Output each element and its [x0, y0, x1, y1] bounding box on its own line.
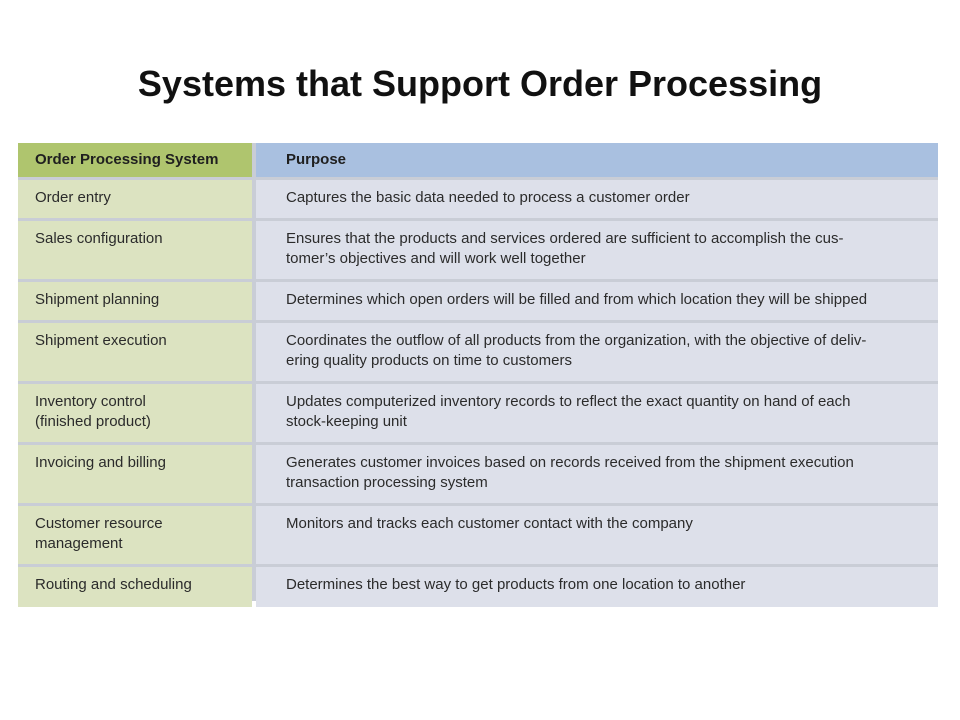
purpose-line: stock-keeping unit	[286, 413, 407, 430]
row-system-sales-configuration: Sales configuration	[18, 221, 252, 279]
purpose-line: tomer’s objectives and will work well to…	[286, 250, 586, 267]
purpose-line: Determines which open orders will be fil…	[286, 291, 868, 308]
row-purpose-inventory-control: Updates computerized inventory records t…	[256, 384, 938, 442]
purpose-line: Ensures that the products and services o…	[286, 230, 844, 247]
system-line: Inventory control	[35, 393, 146, 410]
system-line: Invoicing and billing	[35, 454, 166, 471]
purpose-line: Determines the best way to get products …	[286, 576, 746, 593]
row-purpose-routing-and-scheduling: Determines the best way to get products …	[256, 567, 938, 607]
header-purpose: Purpose	[256, 143, 938, 177]
purpose-line: Coordinates the outflow of all products …	[286, 332, 867, 349]
order-processing-table: Order Processing System Purpose Order en…	[18, 143, 938, 607]
purpose-line: Generates customer invoices based on rec…	[286, 454, 854, 471]
system-line: Shipment execution	[35, 332, 167, 349]
system-line: Sales configuration	[35, 230, 163, 247]
slide-title: Systems that Support Order Processing	[137, 63, 823, 104]
row-purpose-shipment-planning: Determines which open orders will be fil…	[256, 282, 938, 320]
system-line: (finished product)	[35, 413, 151, 430]
row-purpose-order-entry: Captures the basic data needed to proces…	[256, 180, 938, 218]
row-purpose-sales-configuration: Ensures that the products and services o…	[256, 221, 938, 279]
purpose-line: Captures the basic data needed to proces…	[286, 189, 690, 206]
purpose-line: Updates computerized inventory records t…	[286, 393, 851, 410]
row-system-routing-and-scheduling: Routing and scheduling	[18, 567, 252, 607]
row-system-order-entry: Order entry	[18, 180, 252, 218]
purpose-line: Monitors and tracks each customer contac…	[286, 515, 693, 532]
system-line: Shipment planning	[35, 291, 160, 308]
table-grid: Order Processing System Purpose Order en…	[18, 143, 938, 607]
purpose-line: transaction processing system	[286, 474, 488, 491]
row-system-shipment-execution: Shipment execution	[18, 323, 252, 381]
system-line: Order entry	[35, 189, 111, 206]
purpose-line: ering quality products on time to custom…	[286, 352, 572, 369]
row-system-customer-resource-management: Customer resource management	[18, 506, 252, 564]
row-purpose-shipment-execution: Coordinates the outflow of all products …	[256, 323, 938, 381]
header-order-processing-system: Order Processing System	[18, 143, 252, 177]
row-system-invoicing-and-billing: Invoicing and billing	[18, 445, 252, 503]
system-line: Customer resource	[35, 515, 163, 532]
row-system-shipment-planning: Shipment planning	[18, 282, 252, 320]
row-purpose-customer-resource-management: Monitors and tracks each customer contac…	[256, 506, 938, 564]
system-line: Routing and scheduling	[35, 576, 192, 593]
row-purpose-invoicing-and-billing: Generates customer invoices based on rec…	[256, 445, 938, 503]
row-system-inventory-control: Inventory control (finished product)	[18, 384, 252, 442]
system-line: management	[35, 535, 123, 552]
